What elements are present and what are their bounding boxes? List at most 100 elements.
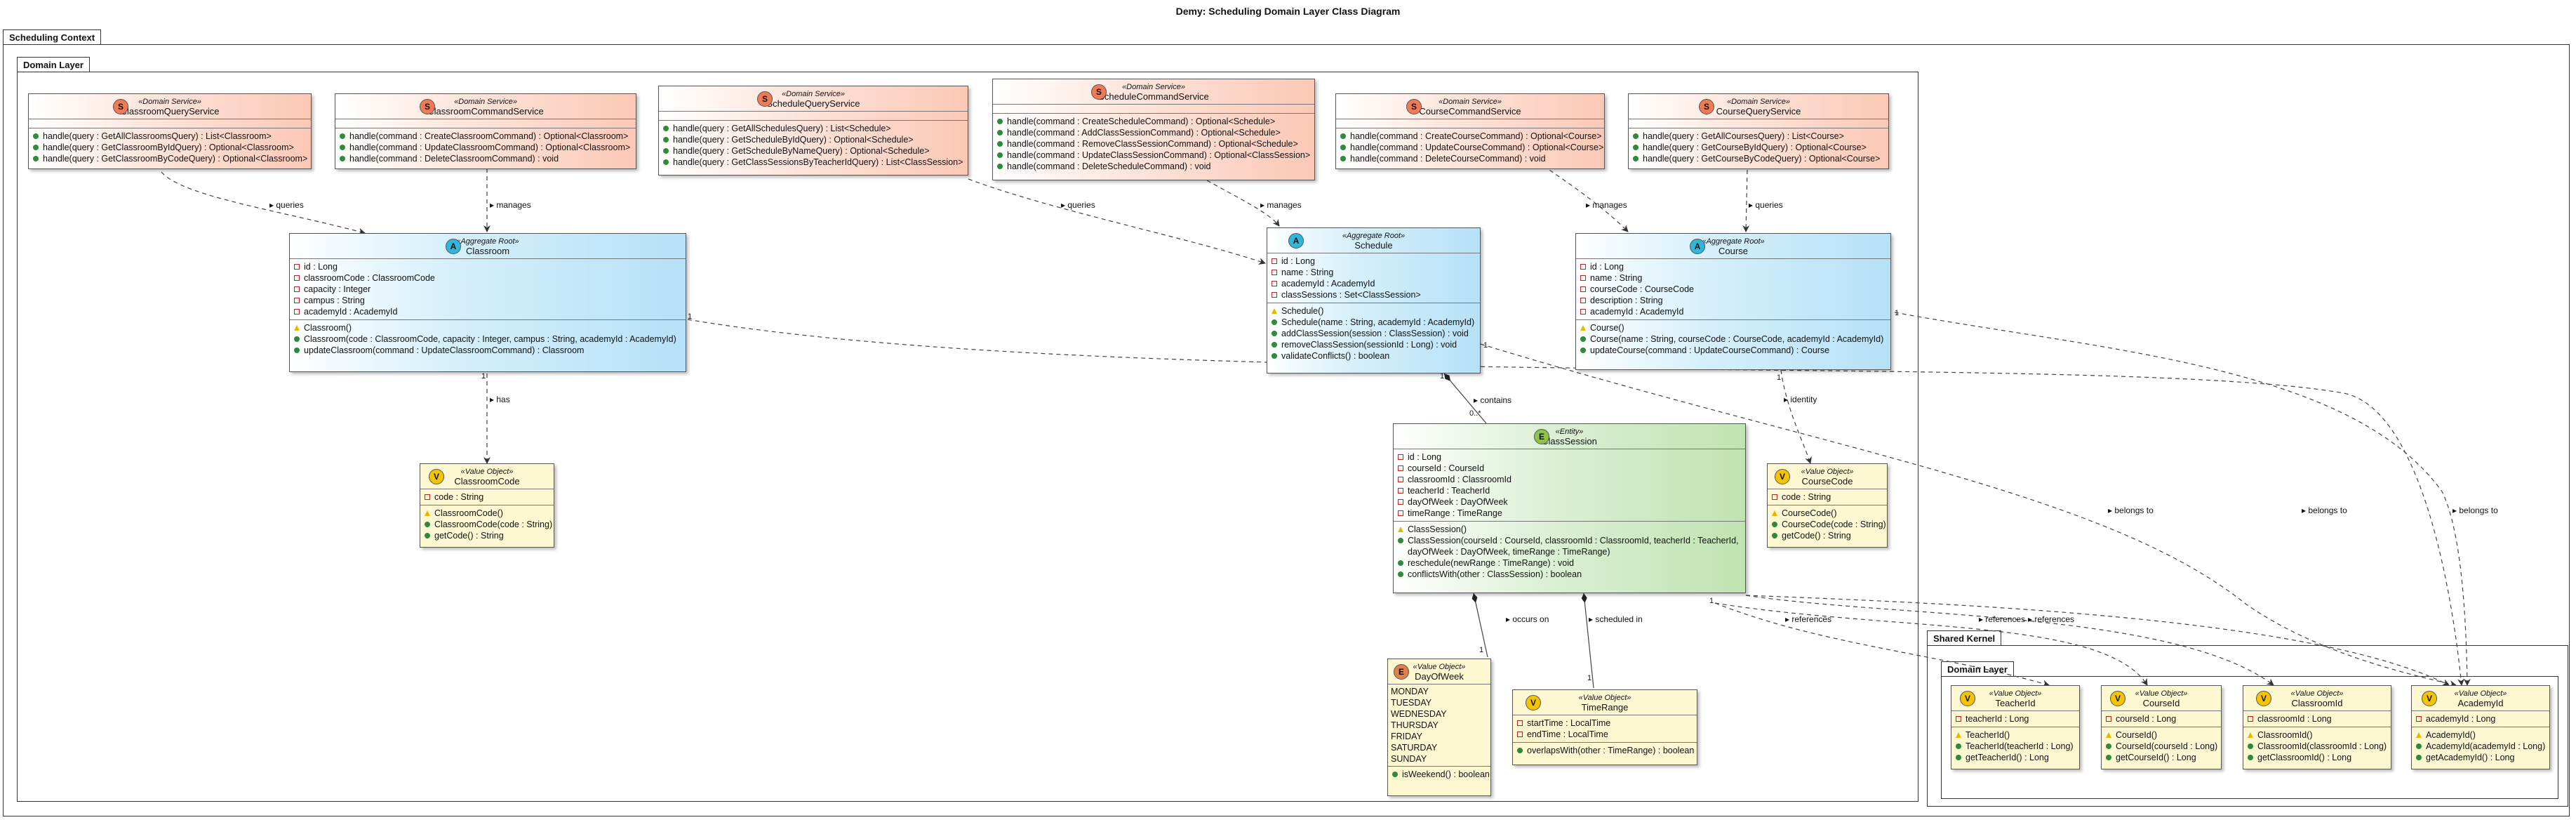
package-shared-kernel [1927, 645, 2568, 807]
private-icon [1956, 716, 1961, 722]
class-schedule[interactable]: A«Aggregate Root»Schedule id : Long name… [1267, 227, 1481, 373]
class-teacher-id[interactable]: V«Value Object»TeacherId teacherId : Lon… [1951, 685, 2080, 769]
enum-literal: TUESDAY [1391, 698, 1432, 708]
class-name: TimeRange [1581, 702, 1629, 713]
attribute: classSessions : Set<ClassSession> [1281, 290, 1421, 300]
method: getClassroomId() : Long [2257, 753, 2352, 762]
method: handle(command : RemoveClassSessionComma… [1007, 139, 1298, 149]
edge-class-session-day-of-week [1471, 593, 1488, 658]
class-name: AcademyId [2457, 698, 2504, 708]
protected-icon [2248, 732, 2253, 738]
label-text: belongs to [2459, 505, 2498, 515]
attribute: academyId : AcademyId [1590, 307, 1684, 317]
method: TeacherId(teacherId : Long) [1966, 741, 2074, 751]
method: handle(command : CreateScheduleCommand) … [1007, 117, 1276, 126]
class-classroom-command-service[interactable]: S«Domain Service»ClassroomCommandService… [335, 93, 636, 169]
service-badge-icon: S [757, 91, 773, 107]
package-scheduling-context [3, 44, 2570, 816]
method: ClassSession(courseId : CourseId, classr… [1408, 536, 1739, 557]
class-class-session[interactable]: E«Entity»ClassSession id : Long courseId… [1393, 423, 1746, 593]
method: getTeacherId() : Long [1966, 753, 2049, 762]
attribute: courseCode : CourseCode [1590, 284, 1694, 294]
attributes-section: id : Long name : String courseCode : Cou… [1576, 258, 1890, 319]
class-time-range[interactable]: V«Value Object»TimeRange startTime : Loc… [1512, 689, 1697, 765]
class-classroom-id[interactable]: V«Value Object»ClassroomId classroomId :… [2243, 685, 2391, 769]
public-icon [997, 141, 1003, 147]
private-icon [1398, 499, 1403, 505]
label-queries-course: ▸ queries [1749, 200, 1783, 210]
private-icon [294, 286, 300, 292]
public-icon [1772, 533, 1777, 538]
class-course-id[interactable]: V«Value Object»CourseId courseId : Long … [2101, 685, 2222, 769]
protected-icon [425, 510, 430, 516]
public-icon [1398, 560, 1403, 566]
class-name: TeacherId [1995, 698, 2036, 708]
methods-section: TeacherId() TeacherId(teacherId : Long) … [1951, 727, 2079, 765]
class-course-command-service[interactable]: S«Domain Service»CourseCommandService ha… [1335, 93, 1605, 169]
class-classroom-query-service[interactable]: S«Domain Service»ClassroomQueryService h… [28, 93, 312, 169]
class-name: CourseCommandService [1419, 106, 1521, 117]
enum-literal: SUNDAY [1391, 754, 1427, 764]
method: overlapsWith(other : TimeRange) : boolea… [1527, 746, 1695, 755]
private-icon [1517, 732, 1523, 737]
edge-class-session-teacher-id [1714, 602, 2050, 687]
attributes-section [1629, 119, 1888, 128]
class-academy-id[interactable]: V«Value Object»AcademyId academyId : Lon… [2411, 685, 2550, 769]
multiplicity: 0..* [1469, 409, 1481, 418]
method: CourseId() [2116, 730, 2158, 740]
private-icon [1398, 454, 1403, 460]
attributes-section: id : Long courseId : CourseId classroomI… [1394, 449, 1745, 521]
public-icon [294, 336, 300, 342]
class-course[interactable]: A«Aggregate Root»Course id : Long name :… [1575, 233, 1891, 370]
edge-class-session-academy-id [1745, 595, 2450, 686]
label-text: belongs to [2308, 505, 2347, 515]
method: handle(command : CreateClassroomCommand)… [349, 131, 629, 141]
class-schedule-command-service[interactable]: S«Domain Service»ScheduleCommandService … [992, 79, 1315, 180]
edge-schedule-contains-class-session [1443, 373, 1487, 424]
private-icon [1398, 510, 1403, 516]
protected-icon [294, 325, 300, 331]
private-icon [1398, 477, 1403, 482]
methods-section: handle(query : GetAllSchedulesQuery) : L… [659, 120, 968, 170]
edge-schedule-command-service-schedule [1206, 180, 1280, 227]
method: AcademyId(academyId : Long) [2426, 741, 2546, 751]
class-classroom[interactable]: A«Aggregate Root»Classroom id : Long cla… [289, 233, 686, 372]
attribute: teacherId : TeacherId [1408, 486, 1490, 496]
public-icon [1633, 145, 1639, 150]
private-icon [294, 298, 300, 303]
label-belongs-to-3: ▸ belongs to [2452, 505, 2498, 515]
public-icon [663, 159, 669, 165]
class-schedule-query-service[interactable]: S«Domain Service»ScheduleQueryService ha… [658, 86, 968, 176]
stereotype: «Domain Service» [1727, 98, 1790, 106]
label-text: manages [1592, 200, 1627, 210]
public-icon [663, 137, 669, 143]
enum-literal: FRIDAY [1391, 732, 1422, 741]
methods-section: ClassroomId() ClassroomId(classroomId : … [2243, 727, 2391, 765]
method: Schedule(name : String, academyId : Acad… [1281, 317, 1475, 327]
attributes-section: startTime : LocalTime endTime : LocalTim… [1513, 715, 1697, 742]
class-classroom-code[interactable]: V«Value Object»ClassroomCode code : Stri… [420, 463, 554, 548]
class-course-query-service[interactable]: S«Domain Service»CourseQueryService hand… [1628, 93, 1889, 169]
protected-icon [2416, 732, 2422, 738]
method: getCourseId() : Long [2116, 753, 2196, 762]
methods-section: Course() Course(name : String, courseCod… [1576, 319, 1890, 358]
class-name: ScheduleQueryService [766, 98, 860, 109]
method: reschedule(newRange : TimeRange) : void [1408, 558, 1574, 568]
public-icon [1340, 133, 1346, 139]
attribute: academyId : AcademyId [304, 307, 398, 317]
multiplicity: 1 [1440, 372, 1445, 381]
public-icon [663, 148, 669, 154]
method: handle(command : DeleteClassroomCommand)… [349, 154, 559, 164]
methods-section: Classroom() Classroom(code : ClassroomCo… [290, 319, 686, 358]
package-tab-domain-layer: Domain Layer [17, 57, 90, 72]
private-icon [1272, 258, 1277, 264]
public-icon [1272, 342, 1277, 348]
private-icon [294, 275, 300, 281]
class-name: ClassroomCode [454, 476, 520, 487]
private-icon [294, 264, 300, 270]
class-name: Schedule [1354, 240, 1393, 251]
public-icon [340, 133, 345, 139]
public-icon [1392, 772, 1398, 777]
class-day-of-week[interactable]: E«Value Object»DayOfWeek MONDAY TUESDAY … [1387, 659, 1491, 796]
class-course-code[interactable]: V«Value Object»CourseCode code : String … [1767, 463, 1888, 548]
